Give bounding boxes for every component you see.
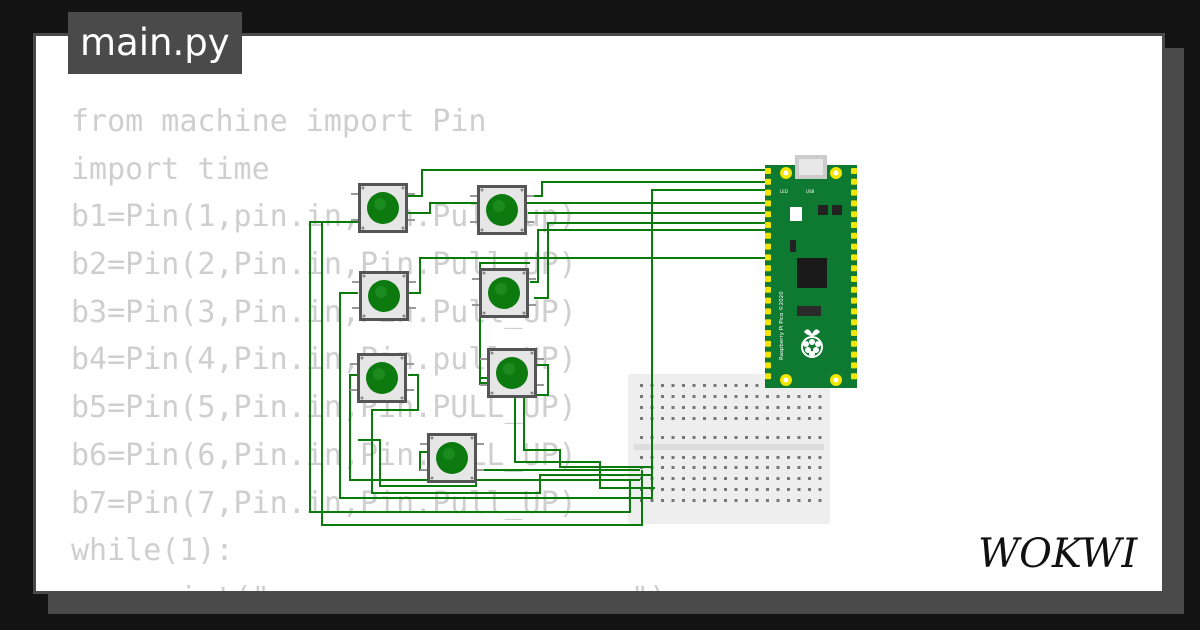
pico-led-label: LED [780,189,788,194]
button-2 [470,185,534,235]
breadboard [628,374,830,524]
button-5 [350,353,414,403]
wokwi-logo-text: WOKWI [978,531,1138,575]
wokwi-logo[interactable]: WOKWI [978,527,1150,575]
code-line: print(" ") [71,575,667,591]
filename-tab[interactable]: main.py [68,12,242,74]
button-7 [420,433,484,483]
button-1 [351,183,415,233]
code-line: import time [71,151,270,187]
raspberry-pi-pico: LED USB Raspberry Pi Pico ©2020 [765,155,857,388]
code-line: b6=Pin(6,Pin.in,Pin.PULL_UP) [71,437,577,473]
pico-usb-label: USB [806,189,814,194]
raspberry-logo-icon [801,329,823,358]
code-line: b7=Pin(7,Pin.in,Pin.Pull_UP) [71,485,577,521]
button-3 [352,271,416,321]
wires [309,169,771,526]
pushbuttons [350,183,544,483]
code-line: from machine import Pin [71,104,487,139]
pico-board-label: Raspberry Pi Pico ©2020 [778,291,785,360]
button-4 [472,268,536,318]
code-line: while(1): [71,533,234,569]
button-6 [480,348,544,398]
